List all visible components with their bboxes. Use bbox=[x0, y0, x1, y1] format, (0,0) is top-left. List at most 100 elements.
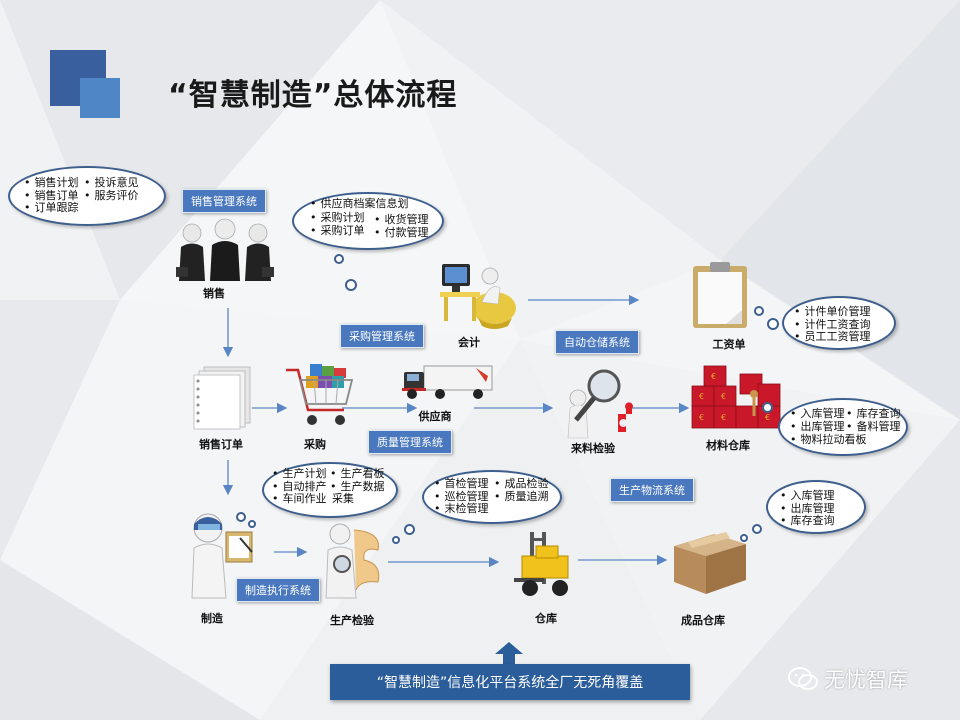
cloud-item: 入库管理 bbox=[780, 489, 835, 503]
business-team-icon bbox=[176, 218, 274, 281]
cloud-item: 出库管理 bbox=[790, 420, 845, 434]
node-sales-order: 销售订单 bbox=[199, 438, 243, 451]
payroll-feature-list: 计件单价管理 计件工资查询 员工工资管理 bbox=[794, 305, 871, 344]
cloud-item: 自动排产 bbox=[272, 480, 327, 494]
watermark: 无忧智库 bbox=[788, 664, 908, 694]
quality-feature-col2: 成品检验 质量追溯 bbox=[494, 477, 549, 504]
node-procurement: 采购 bbox=[304, 438, 326, 451]
cloud-bubble bbox=[767, 318, 779, 330]
cloud-item: 销售计划 bbox=[24, 176, 79, 190]
cloud-item: 生产数据 bbox=[330, 480, 385, 494]
quality-management-system-tag[interactable]: 质量管理系统 bbox=[368, 430, 452, 454]
cloud-item: 销售订单 bbox=[24, 189, 79, 203]
cloud-bubble bbox=[334, 254, 344, 264]
node-warehouse: 仓库 bbox=[535, 612, 557, 625]
computer-desk-icon bbox=[440, 264, 516, 329]
coverage-banner: “智慧制造”信息化平台系统全厂无死角覆盖 bbox=[330, 664, 690, 700]
cloud-bubble bbox=[392, 536, 400, 544]
svg-text:€: € bbox=[711, 372, 716, 381]
cloud-bubble bbox=[762, 402, 773, 413]
cloud-item: 物料拉动看板 bbox=[790, 433, 867, 447]
purchase-feature-col1: 采购计划 采购订单 bbox=[310, 211, 365, 237]
node-payroll: 工资单 bbox=[712, 338, 746, 351]
cloud-bubble bbox=[754, 306, 764, 316]
cloud-item: 收货管理 bbox=[374, 213, 429, 227]
cloud-item: 入库管理 bbox=[790, 407, 845, 421]
cloud-item: 车间作业 bbox=[272, 492, 327, 506]
cloud-item: 出库管理 bbox=[780, 502, 835, 516]
material-feature-row3: 物料拉动看板 bbox=[790, 433, 867, 447]
sales-management-system-tag[interactable]: 销售管理系统 bbox=[182, 189, 266, 213]
cloud-item: 投诉意见 bbox=[84, 176, 139, 190]
cloud-item: 巡检管理 bbox=[434, 490, 489, 504]
svg-text:€: € bbox=[765, 413, 770, 422]
cloud-item: 供应商档案信息划 bbox=[310, 197, 409, 211]
banner-up-arrow bbox=[495, 642, 523, 666]
boxes-icon: € € € € € € bbox=[691, 365, 781, 429]
sales-feature-col1: 销售计划 销售订单 订单跟踪 bbox=[24, 176, 79, 215]
watermark-text: 无忧智库 bbox=[824, 668, 908, 692]
truck-icon bbox=[402, 365, 493, 399]
purchase-management-system-tag[interactable]: 采购管理系统 bbox=[340, 324, 424, 348]
cloud-item: 末检管理 bbox=[434, 502, 489, 516]
worker-icon bbox=[191, 513, 253, 599]
cloud-item: 服务评价 bbox=[84, 189, 139, 203]
node-supplier: 供应商 bbox=[418, 410, 452, 423]
cloud-item: 质量追溯 bbox=[494, 490, 549, 504]
magnifier-icon bbox=[567, 369, 633, 439]
svg-text:€: € bbox=[721, 392, 726, 401]
cloud-item: 付款管理 bbox=[374, 226, 429, 240]
documents-stack-icon bbox=[193, 366, 251, 430]
sales-feature-col2: 投诉意见 服务评价 bbox=[84, 176, 139, 203]
cloud-bubble bbox=[345, 279, 357, 291]
cloud-item: 计件工资查询 bbox=[794, 318, 871, 332]
node-accounting: 会计 bbox=[458, 336, 480, 349]
cloud-bubble bbox=[248, 520, 256, 528]
clipboard-icon bbox=[693, 262, 747, 328]
cloud-item: 员工工资管理 bbox=[794, 330, 871, 344]
svg-text:€: € bbox=[699, 392, 704, 401]
cloud-item: 库存查询 bbox=[780, 514, 835, 528]
wechat-icon bbox=[788, 667, 818, 690]
cloud-bubble bbox=[740, 534, 748, 542]
node-manufacturing: 制造 bbox=[201, 612, 223, 625]
cloud-item: 库存查询 bbox=[846, 407, 901, 421]
cloud-item: 采集 bbox=[332, 492, 354, 505]
production-logistics-system-tag[interactable]: 生产物流系统 bbox=[610, 478, 694, 502]
quality-feature-col1: 首检管理 巡检管理 末检管理 bbox=[434, 477, 489, 516]
cloud-bubble bbox=[404, 524, 415, 535]
cloud-item: 采购计划 bbox=[310, 211, 365, 225]
forklift-icon bbox=[514, 532, 569, 596]
cloud-item: 首检管理 bbox=[434, 477, 489, 491]
svg-text:€: € bbox=[721, 413, 726, 422]
svg-text:€: € bbox=[699, 413, 704, 422]
node-material-warehouse: 材料仓库 bbox=[706, 439, 750, 452]
cloud-item: 计件单价管理 bbox=[794, 305, 871, 319]
material-feature-col1: 入库管理 出库管理 bbox=[790, 407, 845, 434]
cloud-bubble bbox=[236, 512, 246, 522]
logo-square-light bbox=[80, 78, 120, 118]
production-feature-col2: 生产看板 生产数据 采集 bbox=[330, 467, 385, 506]
cloud-bubble bbox=[752, 524, 762, 534]
cloud-item: 订单跟踪 bbox=[24, 201, 79, 215]
cloud-item: 生产看板 bbox=[330, 467, 385, 481]
shopping-cart-icon bbox=[286, 364, 354, 425]
node-incoming-inspection: 来料检验 bbox=[571, 442, 615, 455]
node-production-inspection: 生产检验 bbox=[330, 614, 374, 627]
production-feature-col1: 生产计划 自动排产 车间作业 bbox=[272, 467, 327, 506]
purchase-feature-col2: 收货管理 付款管理 bbox=[374, 213, 429, 240]
node-sales: 销售 bbox=[203, 287, 225, 300]
material-feature-col2: 库存查询 备料管理 bbox=[846, 407, 901, 434]
cardboard-box-icon bbox=[674, 532, 746, 594]
purchase-feature-row1: 供应商档案信息划 bbox=[310, 197, 409, 211]
node-finished-warehouse: 成品仓库 bbox=[681, 614, 725, 627]
page-title: “智慧制造”总体流程 bbox=[168, 78, 458, 113]
cloud-item: 生产计划 bbox=[272, 467, 327, 481]
mes-system-tag[interactable]: 制造执行系统 bbox=[236, 578, 320, 602]
finished-feature-list: 入库管理 出库管理 库存查询 bbox=[780, 489, 835, 528]
auto-warehouse-system-tag[interactable]: 自动仓储系统 bbox=[555, 330, 639, 354]
cloud-item: 成品检验 bbox=[494, 477, 549, 491]
cloud-item: 备料管理 bbox=[846, 420, 901, 434]
